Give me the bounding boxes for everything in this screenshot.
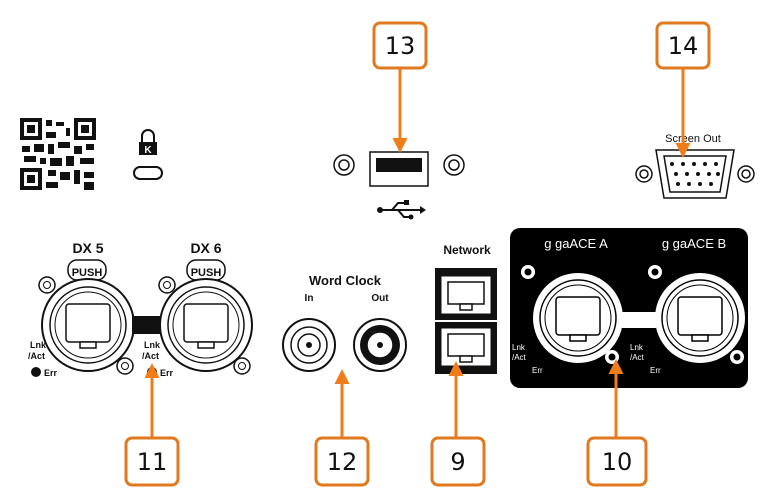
dx5-lnk-label: Lnk: [30, 340, 47, 350]
dx6-err-label: Err: [160, 368, 174, 378]
gigaace-a-lnk-label: Lnk: [512, 343, 526, 352]
dx5-push-label: PUSH: [72, 267, 103, 279]
callout-11-text: 11: [137, 448, 168, 476]
dx5-act-label: /Act: [28, 351, 45, 361]
callout-11: 11: [124, 436, 180, 487]
gigaace-b-act-label: /Act: [630, 353, 645, 362]
callout-13: 13: [372, 21, 428, 70]
gigaace-b-lnk-label: Lnk: [630, 343, 644, 352]
network-label: Network: [443, 243, 491, 257]
dx-link-bar: [132, 316, 166, 334]
qr-code: [20, 118, 96, 190]
word-clock-label: Word Clock: [309, 273, 382, 288]
kensington-lock-icon: K: [139, 129, 157, 156]
kensington-slot[interactable]: [133, 166, 163, 180]
dx5-port[interactable]: [38, 259, 135, 375]
gigaace-link-bar: [622, 312, 656, 328]
callout-14-text: 14: [668, 32, 699, 60]
callout-13-text: 13: [385, 32, 416, 60]
dx5-err-label: Err: [44, 368, 58, 378]
dx6-label: DX 6: [190, 240, 221, 256]
word-clock-in-label: In: [305, 293, 314, 304]
gigaace-b-label: g gaACE B: [662, 236, 726, 251]
word-clock-in-bnc[interactable]: [282, 318, 336, 372]
dx6-push-label: PUSH: [191, 267, 222, 279]
callout-14: 14: [655, 21, 711, 70]
dx6-act-label: /Act: [142, 351, 159, 361]
network-port-top[interactable]: [435, 268, 497, 320]
screen-out-label: Screen Out: [665, 133, 721, 145]
word-clock-out-label: Out: [371, 293, 389, 304]
dx6-port[interactable]: [158, 259, 253, 375]
word-clock-out-bnc[interactable]: [353, 318, 407, 372]
gigaace-a-err-label: Err: [532, 366, 543, 375]
callout-12-text: 12: [327, 448, 358, 476]
gigaace-a-port[interactable]: [521, 265, 623, 364]
gigaace-a-label: g gaACE A: [544, 236, 608, 251]
callout-10: 10: [586, 436, 648, 487]
dx5-label: DX 5: [72, 240, 103, 256]
gigaace-a-act-label: /Act: [512, 353, 527, 362]
usb-port[interactable]: [333, 151, 465, 187]
svg-text:K: K: [144, 145, 152, 156]
gigaace-b-err-label: Err: [650, 366, 661, 375]
callout-10-text: 10: [602, 448, 633, 476]
callout-9: 9: [430, 436, 486, 487]
callout-9-text: 9: [450, 448, 465, 476]
usb-icon: [377, 200, 426, 220]
vga-port[interactable]: [635, 149, 755, 199]
dx6-lnk-label: Lnk: [144, 340, 161, 350]
network-port-bottom[interactable]: [435, 322, 497, 374]
callout-12: 12: [314, 436, 370, 487]
dx5-err-led: [31, 367, 41, 377]
gigaace-b-port[interactable]: [648, 265, 745, 364]
